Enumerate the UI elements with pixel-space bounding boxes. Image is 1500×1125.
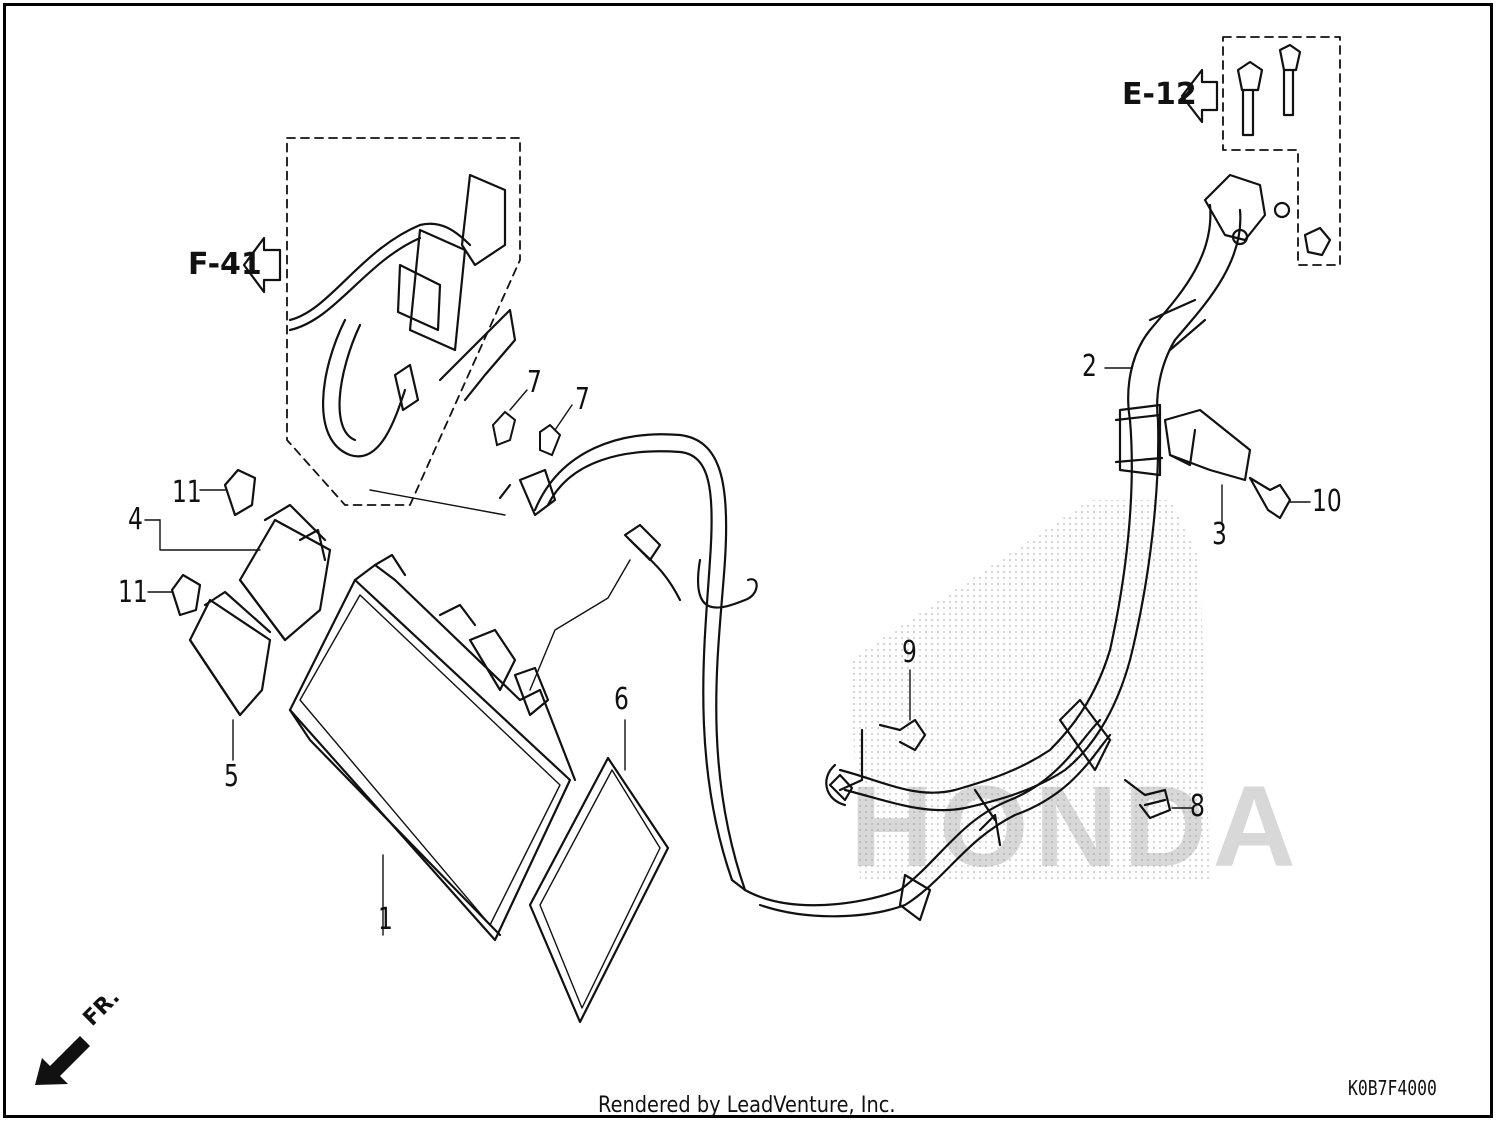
leader-f41 [369,489,506,516]
render-credit: Rendered by LeadVenture, Inc. [598,1093,896,1118]
callout-9: 9 [902,635,917,670]
bolt-8 [1123,778,1172,820]
bolt-10 [1248,476,1292,520]
clip-11b [170,573,202,617]
callout-10: 10 [1312,484,1342,519]
clip-11a [223,468,257,517]
watermark-shading [850,500,1210,880]
front-arrow-icon [35,1036,90,1085]
drawing-code: K0B7F4000 [1348,1076,1437,1100]
callout-7a: 7 [527,365,542,400]
e12-bolts [1236,43,1332,257]
callout-3: 3 [1212,517,1227,552]
callout-7b: 7 [575,382,590,417]
battery [288,553,577,942]
callout-5: 5 [224,759,239,794]
callout-6: 6 [614,682,629,717]
f41-dashed-box [286,137,521,506]
callout-2: 2 [1082,349,1097,384]
ref-label-f41[interactable]: F-41 [188,247,262,282]
relay-5 [188,590,272,717]
ref-label-e12[interactable]: E-12 [1122,77,1197,112]
callout-8: 8 [1190,789,1205,824]
frame-border [3,3,1493,1118]
terminal-7a [491,410,517,447]
callout-4: 4 [128,502,143,537]
relay-4 [238,503,332,642]
f41-arrow [242,236,282,294]
leader-lines [144,367,1311,936]
starter-relay-harness [288,173,517,458]
callout-1: 1 [378,902,393,937]
battery-cable-harness [498,433,1112,922]
callout-11a: 11 [172,475,202,510]
cable-cover [1163,408,1252,482]
positive-cable [825,173,1291,812]
e12-arrow [1180,68,1219,124]
bolt-9 [828,718,927,802]
callout-11b: 11 [118,575,148,610]
battery-plate [528,756,670,1024]
terminal-7b [539,423,562,457]
e12-dashed-box [1222,36,1341,266]
